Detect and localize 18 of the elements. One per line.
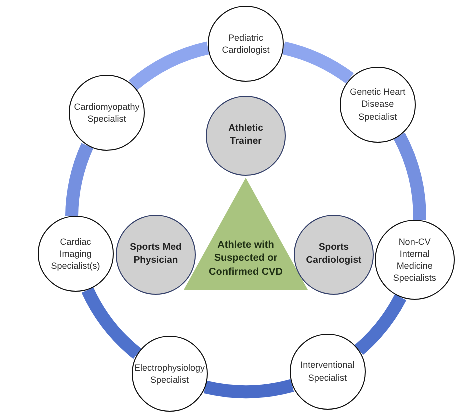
- node-label: Cardiomyopathy Specialist: [74, 101, 140, 126]
- ring-connector: [393, 133, 426, 221]
- node-label: Genetic Heart Disease Specialist: [349, 86, 407, 123]
- node-label: Pediatric Cardiologist: [221, 32, 271, 56]
- node-label: Electrophysiology Specialist: [134, 362, 205, 387]
- ring-connector: [282, 42, 354, 84]
- ring-connector: [82, 287, 142, 359]
- node-label: Sports Med Physician: [129, 242, 183, 268]
- node-label: Cardiac Imaging Specialist(s): [50, 236, 102, 272]
- node-label: Athletic Trainer: [228, 123, 264, 149]
- ring-connector: [354, 294, 406, 355]
- node-label: Interventional Specialist: [300, 359, 356, 384]
- node-label: Sports Cardiologist: [305, 242, 363, 268]
- node-label: Non-CV Internal Medicine Specialists: [392, 236, 438, 284]
- node-label: Athlete with Suspected or Confirmed CVD: [208, 238, 284, 280]
- ring-connector: [204, 379, 294, 398]
- ring-connector: [129, 42, 210, 91]
- ring-connector: [66, 144, 94, 217]
